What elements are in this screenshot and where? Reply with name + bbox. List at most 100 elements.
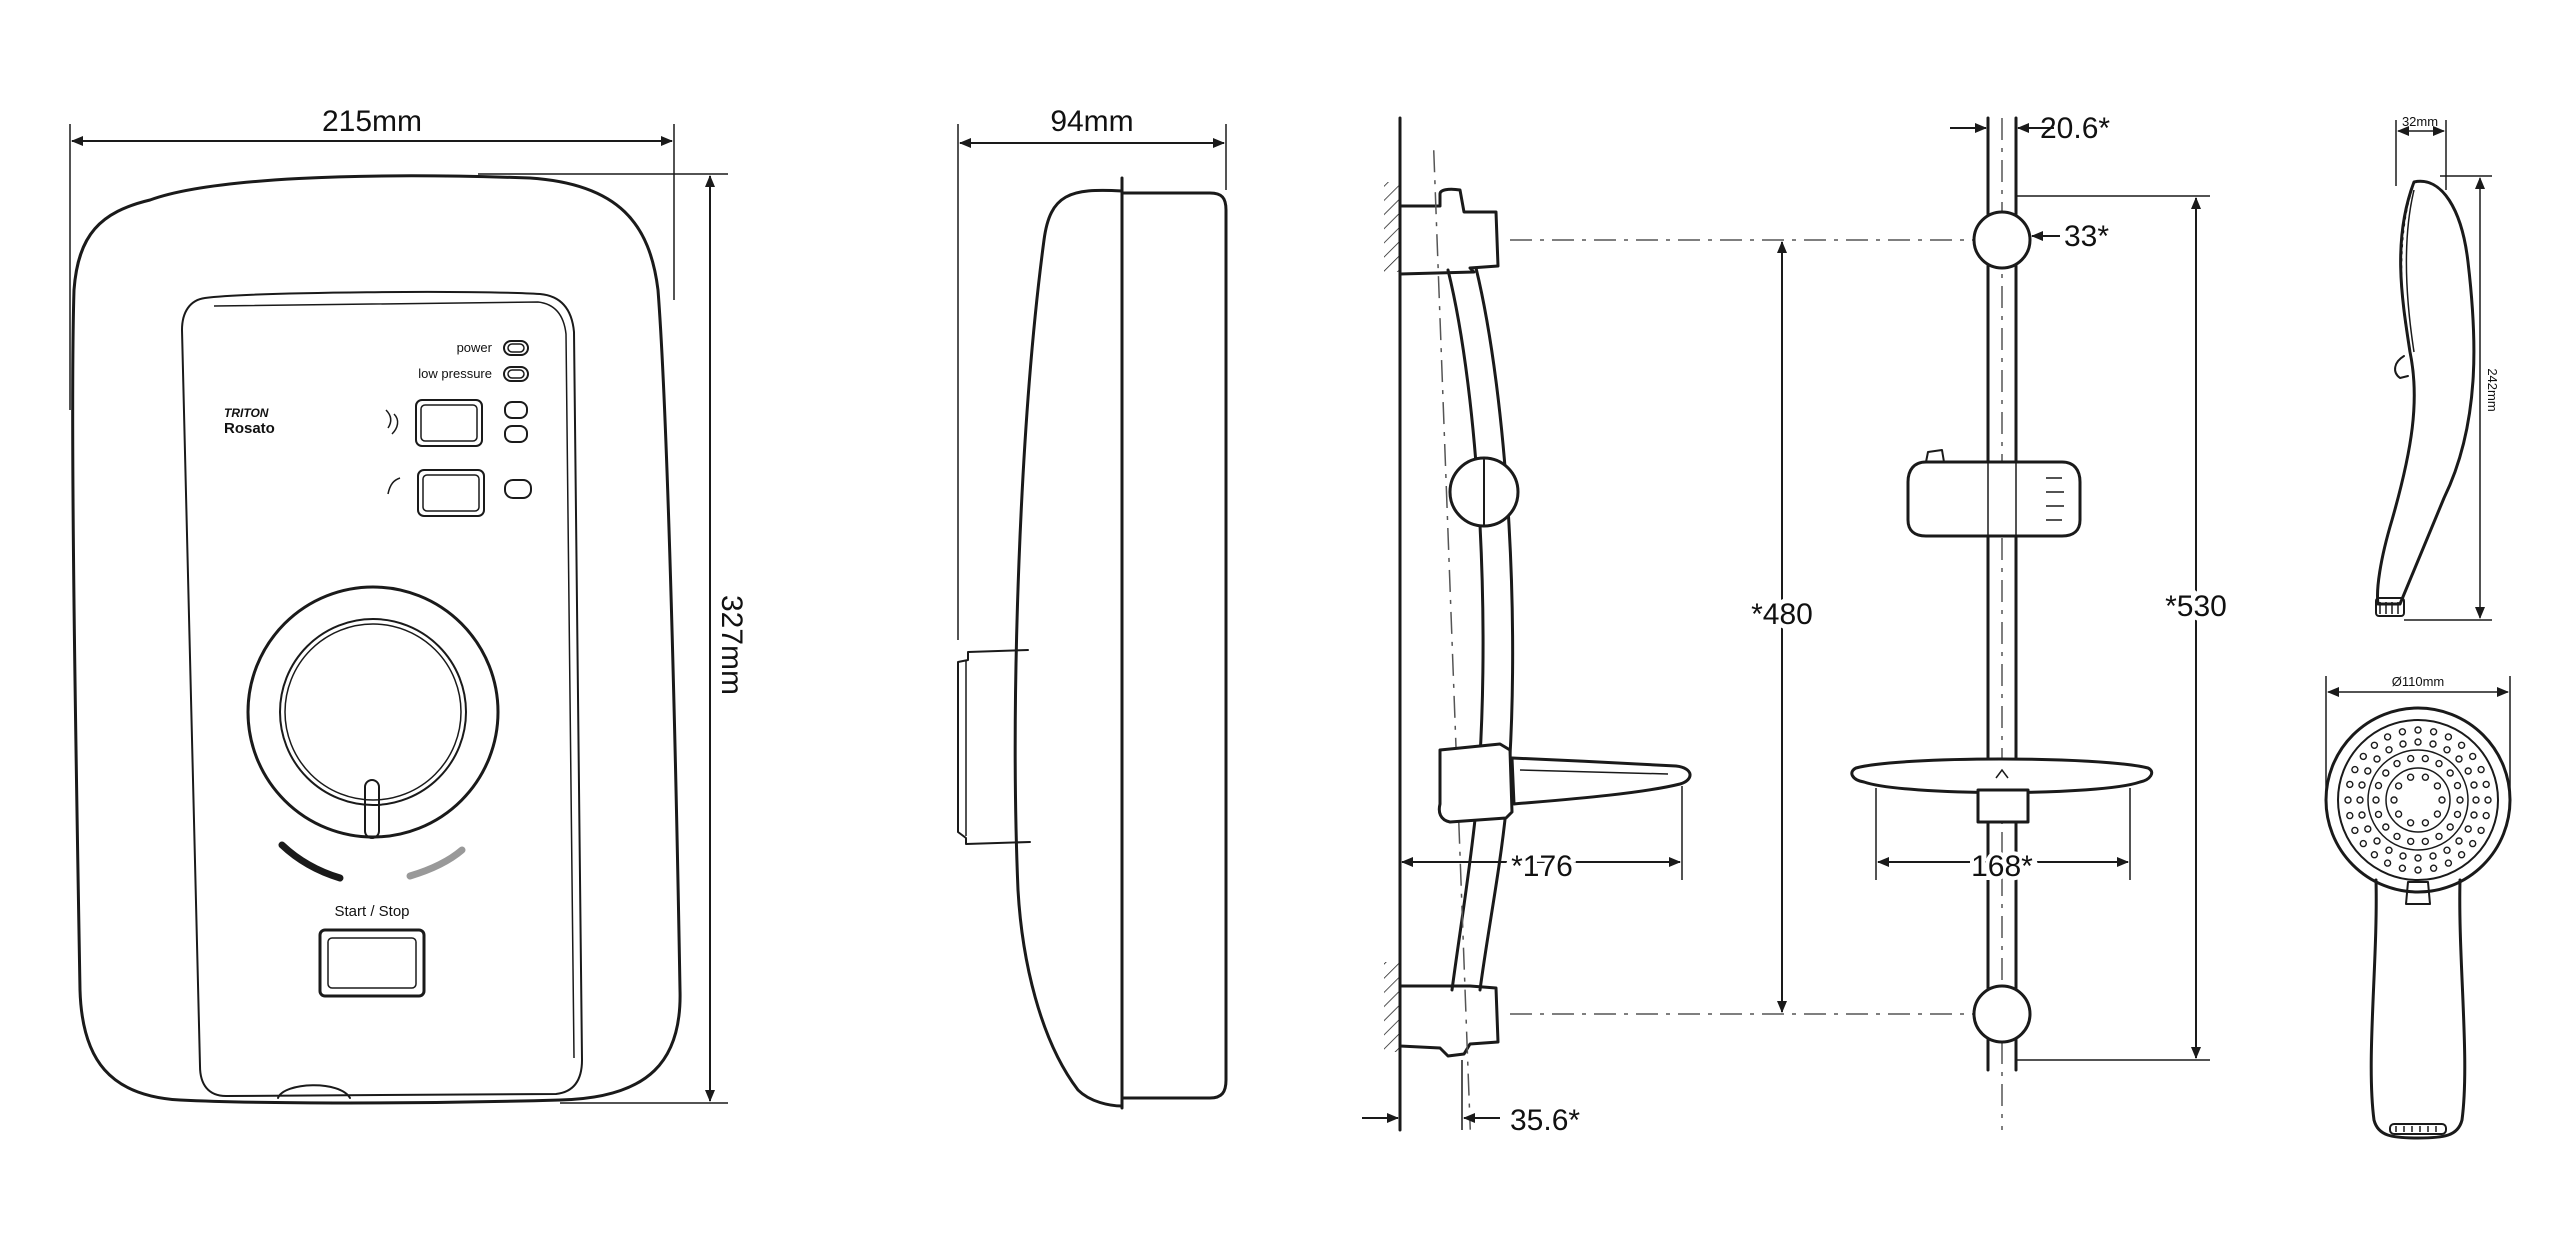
riser-front-view: 20.6* 33* *480 *530 168* [1510,112,2232,1130]
width-dim-label: 215mm [322,105,422,138]
dial-pointer [364,779,380,839]
spray-nozzle [2394,782,2403,790]
bracket-dim-label: 33* [2064,220,2109,253]
slider-ridges [2046,477,2064,521]
spray-nozzle [2429,864,2438,872]
spray-nozzle [2433,810,2442,818]
spray-nozzle [2393,832,2401,841]
rail-tube-left [1446,268,1485,992]
spray-nozzle [2429,728,2438,736]
spray-nozzle [2344,796,2352,804]
spray-nozzle [2468,752,2477,761]
spray-nozzle [2383,733,2392,741]
spray-nozzle [2429,852,2437,860]
display-window-upper-inner [420,404,478,442]
spray-nozzle [2435,759,2443,768]
rail-centreline [1432,150,1472,1130]
spray-nozzle [2373,755,2381,763]
front-fascia-outline [181,290,583,1097]
front-shell-outline [71,174,682,1105]
handset-connector [2375,597,2405,617]
side-lower-bracket [957,649,1031,845]
handset-nozzle-face [2400,195,2411,341]
spray-nozzle [2406,773,2415,781]
spray-nozzle [2477,765,2485,774]
spray-nozzle [2390,796,2398,804]
front-fascia-inner [213,301,575,1059]
soap-dish-tray [1510,756,1692,806]
spray-nozzle [2464,825,2472,833]
depth-dim-label: 94mm [1050,105,1133,138]
spray-nozzle [2372,796,2380,804]
power-indicator-inner [507,343,525,353]
spray-nozzle [2373,837,2381,845]
handset-spray-ring-inner [2385,767,2451,833]
start-stop-button-inner [327,937,417,989]
spray-nozzle [2346,780,2354,789]
low-pressure-indicator-inner [507,369,525,379]
spray-nozzle [2433,782,2442,790]
spray-nozzle [2482,811,2490,820]
dial-arc-cold [278,841,344,882]
spray-nozzle [2453,781,2462,790]
spray-nozzle [2399,740,2407,748]
start-stop-button [318,928,426,998]
side-view: 94mm [957,105,1228,1110]
spray-nozzle [2346,811,2354,820]
spray-nozzle [2421,837,2430,846]
spray-nozzle [2470,811,2478,819]
spray-nozzle [2453,810,2462,819]
height-dim-label: 327mm [715,595,748,695]
spray-nozzle [2472,796,2480,804]
display-window-lower [417,469,485,517]
soap-dish-front [1850,757,2154,794]
spray-nozzle [2374,810,2383,819]
spray-nozzle [2414,854,2422,862]
spray-nozzle [2477,826,2485,835]
rail-tube-right [1474,266,1515,992]
dish-dim-label: *176 [1511,850,1573,883]
spray-nozzle [2438,796,2446,804]
handset-head-rim [2337,719,2499,881]
rail-dia-label: 20.6* [2040,112,2110,145]
side-button-lower [504,479,532,499]
length-dim-label: 242mm [2485,368,2500,411]
spray-nozzle [2358,811,2366,819]
soap-dish-side [1437,742,1514,824]
spray-nozzle [2414,738,2422,746]
spray-nozzle [2444,733,2453,741]
top-bracket-front [1972,210,2032,270]
handset-button [2405,881,2431,905]
handset-face-detail [2405,189,2415,353]
spray-nozzle [2443,746,2451,754]
slider-lever [1925,449,1945,463]
spray-nozzle [2444,859,2453,867]
offset-dim-label: 35.6* [1510,1104,1580,1137]
side-body-outline [1013,188,1124,1108]
spray-nozzle [2414,726,2422,734]
handset-front-view: Ø110mm [2324,674,2512,1140]
bottom-bracket-front [1972,984,2032,1044]
spray-nozzle [2356,796,2364,804]
spray-nozzle [2351,765,2359,774]
head-depth-dim-label: 32mm [2402,114,2438,129]
spray-nozzle [2429,740,2437,748]
side-back-outline [1120,191,1228,1100]
handset-spray-ring-mid [2367,749,2469,851]
handset-head-outer [2324,706,2512,894]
spray-nozzle [2382,769,2390,777]
spray-nozzle [2370,741,2379,749]
upper-bracket [1398,187,1500,276]
spray-nozzle [2455,755,2463,763]
spray-nozzle [2364,825,2372,833]
spray-nozzle [2464,767,2472,775]
spray-nozzle [2374,781,2383,790]
lower-bracket [1398,984,1500,1058]
spray-nozzle [2406,819,2415,827]
spray-nozzle [2406,754,2415,763]
spray-nozzle [2398,864,2407,872]
front-view: TRITON Rosato power low pressure Start /… [69,105,748,1105]
spray-nozzle [2406,837,2415,846]
control-dial-ring [284,623,462,801]
handset-handle [2369,878,2467,1140]
